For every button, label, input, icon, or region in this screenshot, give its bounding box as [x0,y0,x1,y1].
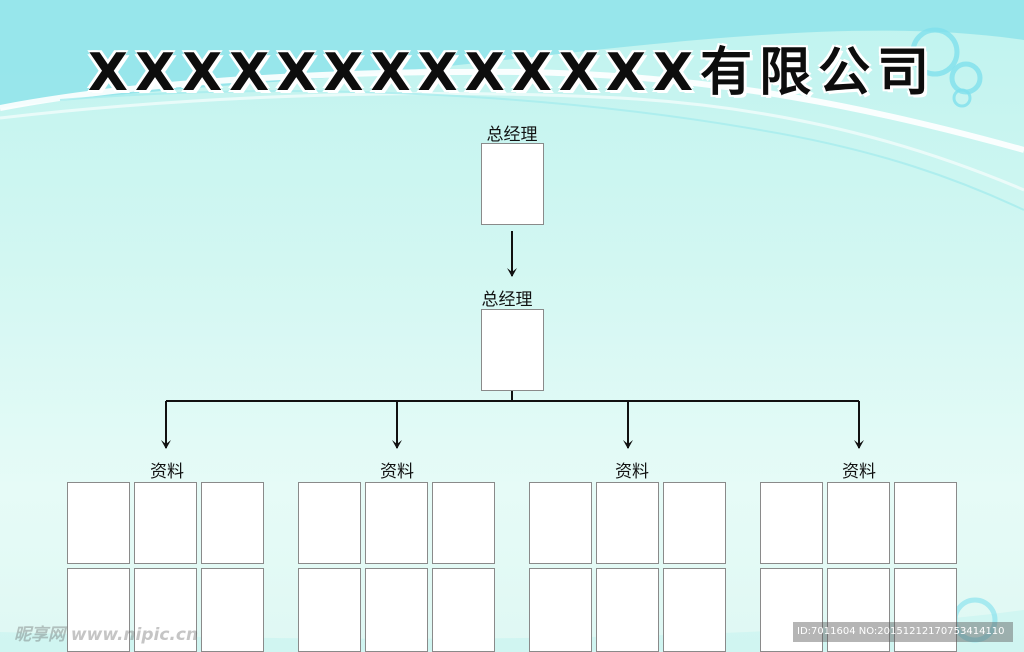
watermark-right: ID:7011604 NO:20151212170753414110 [793,622,1013,642]
branch-1-photo-4 [67,568,130,652]
branch-4-photo-2 [827,482,890,564]
top-photo-box [481,143,544,225]
branch-4-photo-1 [760,482,823,564]
branch-1-photo-6 [201,568,264,652]
branch-3-photo-5 [596,568,659,652]
page-title: XXXXXXXXXXXXX有限公司 [87,43,937,103]
branch-1-photo-3 [201,482,264,564]
branch-4-photo-6 [894,568,957,652]
branch-1-photo-1 [67,482,130,564]
branch-2-photo-1 [298,482,361,564]
branch-2-photo-5 [365,568,428,652]
mid-photo-box [481,309,544,391]
branch-3-photo-2 [596,482,659,564]
top-position-label: 总经理 [486,125,538,145]
branch-3-photo-3 [663,482,726,564]
mid-position-label: 总经理 [481,290,533,310]
watermark-left: 昵享网 www.nipic.cn [14,625,199,645]
branch-label-4: 资料 [842,462,876,482]
branch-3-photo-1 [529,482,592,564]
branch-label-2: 资料 [380,462,414,482]
branch-2-photo-6 [432,568,495,652]
branch-3-photo-4 [529,568,592,652]
branch-1-photo-2 [134,482,197,564]
branch-2-photo-4 [298,568,361,652]
branch-4-photo-3 [894,482,957,564]
branch-3-photo-6 [663,568,726,652]
branch-4-photo-5 [827,568,890,652]
branch-label-3: 资料 [615,462,649,482]
branch-1-photo-5 [134,568,197,652]
branch-2-photo-3 [432,482,495,564]
branch-2-photo-2 [365,482,428,564]
branch-label-1: 资料 [150,462,184,482]
